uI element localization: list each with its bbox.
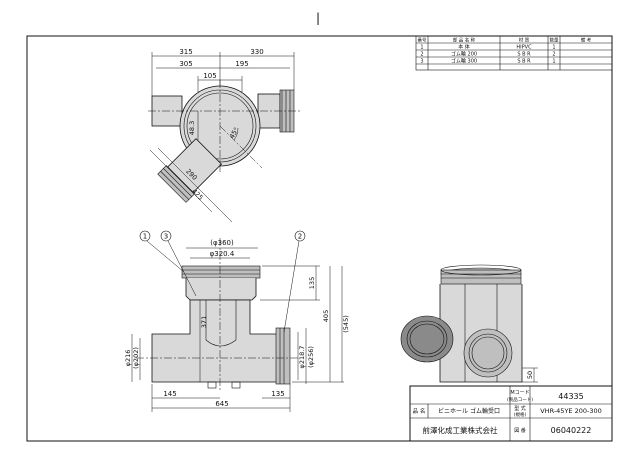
part-name-cell: ゴム輪 300 [451, 58, 477, 65]
dim-d256: (φ256) [307, 346, 315, 368]
part-material-cell: S B R [517, 59, 531, 65]
part-qty-cell: 1 [552, 45, 555, 51]
table-row: 2 [420, 52, 423, 58]
dim-105: 105 [203, 72, 216, 80]
part-material-cell: HIPVC [516, 45, 532, 51]
company-name: 前澤化成工業株式会社 [423, 425, 498, 435]
callout-1: 1 [143, 233, 147, 241]
dim-135-top: 135 [308, 277, 316, 289]
dim-645: 645 [215, 400, 228, 408]
dim-545: (545) [342, 315, 350, 332]
model-label-1: 型 式 [514, 405, 526, 412]
parts-header-material: 材 質 [519, 37, 530, 44]
drawing-no-label: 図 番 [514, 427, 526, 434]
dim-d360: (φ360) [210, 239, 234, 247]
parts-header-name: 部 品 名 称 [453, 37, 476, 44]
part-qty-cell: 2 [552, 52, 555, 58]
mcode-label-1: Mコード [510, 390, 529, 396]
iso-view: 50 [400, 264, 538, 383]
dim-315: 315 [179, 48, 192, 56]
callout-3: 3 [164, 233, 168, 241]
dim-d218: φ218.7 [298, 346, 306, 369]
part-name-cell: 本 体 [458, 44, 470, 51]
mcode-label-2: (製品コード) [507, 396, 533, 403]
dim-50: 50 [526, 371, 534, 379]
dim-135-bottom: 135 [271, 390, 284, 398]
dim-405: 405 [322, 310, 330, 322]
part-material-cell: S B R [517, 52, 531, 58]
drawing-no-value: 06040222 [551, 426, 592, 435]
dim-d202: (φ202) [132, 347, 140, 369]
dim-d216: φ216 [124, 350, 132, 367]
dim-425: 425 [190, 187, 204, 201]
title-block: Mコード (製品コード) 44335 品 名 ビニホール ゴム輪受口 型 式 (… [409, 385, 613, 442]
dim-371: 371 [200, 316, 208, 328]
dim-195: 195 [235, 60, 248, 68]
parts-header-qty: 数量 [550, 37, 559, 44]
part-qty-cell: 1 [552, 59, 555, 65]
parts-header-remarks: 備 考 [581, 37, 592, 44]
table-row: 1 [420, 45, 423, 51]
part-name-cell: ゴム輪 200 [451, 51, 477, 58]
dim-145: 145 [163, 390, 176, 398]
dim-330: 330 [250, 48, 263, 56]
name-label: 品 名 [413, 407, 426, 415]
sheet-border [26, 35, 613, 442]
dim-d320: φ320.4 [210, 250, 235, 258]
parts-table: 番号 部 品 名 称 材 質 数量 備 考 1 本 体 HIPVC 1 2 ゴム… [415, 35, 613, 71]
top-center-mark: | [316, 11, 320, 25]
plan-view: 315 330 305 195 105 48.3 45° 290 425 [148, 48, 300, 223]
model-label-2: (規格) [514, 411, 527, 418]
front-view: (φ360) φ320.4 135 405 (545) 371 φ216 (φ2… [124, 230, 350, 412]
name-value: ビニホール ゴム輪受口 [438, 407, 500, 415]
table-row: 3 [420, 59, 423, 65]
dim-305: 305 [179, 60, 192, 68]
dim-48-3: 48.3 [188, 121, 196, 135]
mcode-value: 44335 [558, 392, 583, 401]
model-value: VHR-45YE 200-300 [540, 407, 602, 415]
callout-2: 2 [298, 233, 302, 241]
parts-header-no: 番号 [418, 37, 427, 44]
